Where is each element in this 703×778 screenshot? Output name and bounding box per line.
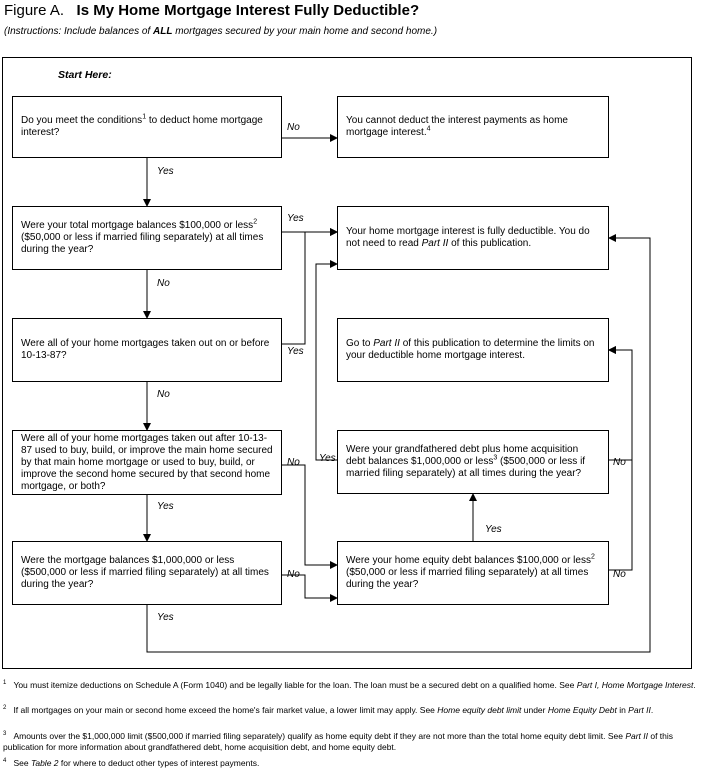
result-box-fully-deductible: Your home mortgage interest is fully ded…	[337, 206, 609, 270]
label-q1-no: No	[287, 122, 300, 133]
question-box-use-of-mortgages: Were all of your home mortgages taken ou…	[12, 430, 282, 495]
footnote-2: 2 If all mortgages on your main or secon…	[3, 705, 654, 715]
footnote-4: 4 See Table 2 for where to deduct other …	[3, 758, 260, 768]
result-box-not-deductible: You cannot deduct the interest payments …	[337, 96, 609, 158]
arrow-q5-yes	[146, 234, 651, 653]
question-box-before-1987: Were all of your home mortgages taken ou…	[12, 318, 282, 382]
arrow-q3-yes	[282, 228, 338, 345]
flowchart-frame	[2, 57, 692, 669]
label-q1-yes: Yes	[157, 166, 174, 177]
arrow-q6-yes	[315, 260, 338, 461]
label-q7-no: No	[613, 569, 626, 580]
label-q4-no: No	[287, 457, 300, 468]
question-box-grandfathered-debt: Were your grandfathered debt plus home a…	[337, 430, 609, 494]
footnote-3: 3 Amounts over the $1,000,000 limit ($50…	[3, 731, 674, 752]
question-box-million-limit: Were the mortgage balances $1,000,000 or…	[12, 541, 282, 605]
label-q6-yes: Yes	[319, 453, 336, 464]
arrow-q5-no	[282, 574, 338, 602]
label-q2-no: No	[157, 278, 170, 289]
arrow-q6-no	[608, 346, 633, 461]
question-box-total-balances: Were your total mortgage balances $100,0…	[12, 206, 282, 270]
arrow-q4-no	[282, 464, 338, 569]
label-q4-yes: Yes	[157, 501, 174, 512]
label-q3-no: No	[157, 389, 170, 400]
question-box-conditions: Do you meet the conditions1 to deduct ho…	[12, 96, 282, 158]
start-label: Start Here:	[58, 69, 112, 81]
footnote-1: 1 You must itemize deductions on Schedul…	[3, 680, 696, 690]
label-q6-no: No	[613, 457, 626, 468]
label-q5-no: No	[287, 569, 300, 580]
question-box-home-equity-debt: Were your home equity debt balances $100…	[337, 541, 609, 605]
instructions: (Instructions: Include balances of ALL m…	[4, 26, 438, 37]
label-q3-yes: Yes	[287, 346, 304, 357]
arrow-q7-no	[608, 346, 633, 571]
label-q5-yes: Yes	[157, 612, 174, 623]
figure-title: Figure A. Is My Home Mortgage Interest F…	[4, 2, 420, 19]
result-box-go-to-part-ii: Go to Part II of this publication to det…	[337, 318, 609, 382]
label-q7-yes: Yes	[485, 524, 502, 535]
label-q2-yes: Yes	[287, 213, 304, 224]
